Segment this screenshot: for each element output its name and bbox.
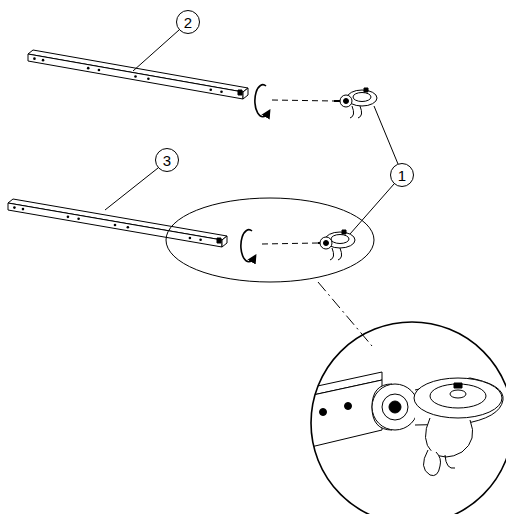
rotation-arrow: [241, 230, 254, 262]
bar-hole: [33, 57, 36, 60]
callout-circle: 2: [176, 10, 200, 34]
callout-number: 3: [163, 153, 171, 168]
bar-hole: [98, 69, 101, 72]
bar-end-face: [243, 88, 248, 99]
bar-end-insert: [238, 90, 242, 95]
bar-hole: [22, 208, 25, 211]
caster: [318, 230, 355, 260]
bar-hole: [13, 206, 16, 209]
leader-line: [350, 184, 394, 234]
leader-line: [374, 106, 398, 164]
callout-circle: 3: [155, 148, 179, 172]
insertion-line: [272, 100, 334, 101]
magnifier-circle: [311, 322, 506, 514]
caster: [334, 88, 377, 118]
bar-top-face: [8, 199, 227, 240]
bar-end-face: [222, 236, 227, 247]
callout-circle: 1: [390, 163, 414, 187]
detail-outline: [166, 198, 374, 282]
leader-line: [105, 168, 158, 210]
bar-hole: [209, 89, 212, 92]
bar-top-face: [28, 50, 248, 92]
bar-front-face: [28, 54, 243, 99]
insertion-line: [262, 243, 318, 244]
callout-number: 1: [398, 168, 406, 183]
magnified-detail: [290, 372, 503, 476]
bar-hole: [147, 77, 150, 80]
bar-hole: [87, 67, 90, 70]
bar-holes: [13, 57, 223, 241]
bar-front-face: [290, 380, 382, 452]
frame-bar: [28, 50, 248, 99]
bar-hole: [42, 59, 45, 62]
bar-end-insert: [217, 238, 221, 243]
rotation-arrow: [255, 85, 268, 117]
bar-hole: [199, 239, 202, 242]
bar-hole: [189, 237, 192, 240]
callout-number: 2: [184, 15, 192, 30]
bar-hole: [77, 217, 80, 220]
detail-line: [318, 282, 372, 346]
bar-hole: [134, 75, 137, 78]
bar-front-face: [8, 203, 222, 247]
frame-bar: [8, 199, 227, 247]
bar-hole: [220, 90, 223, 93]
bar-hole: [114, 224, 117, 227]
leader-line: [133, 30, 179, 71]
bar-hole: [67, 216, 70, 219]
bar-hole: [127, 226, 130, 229]
